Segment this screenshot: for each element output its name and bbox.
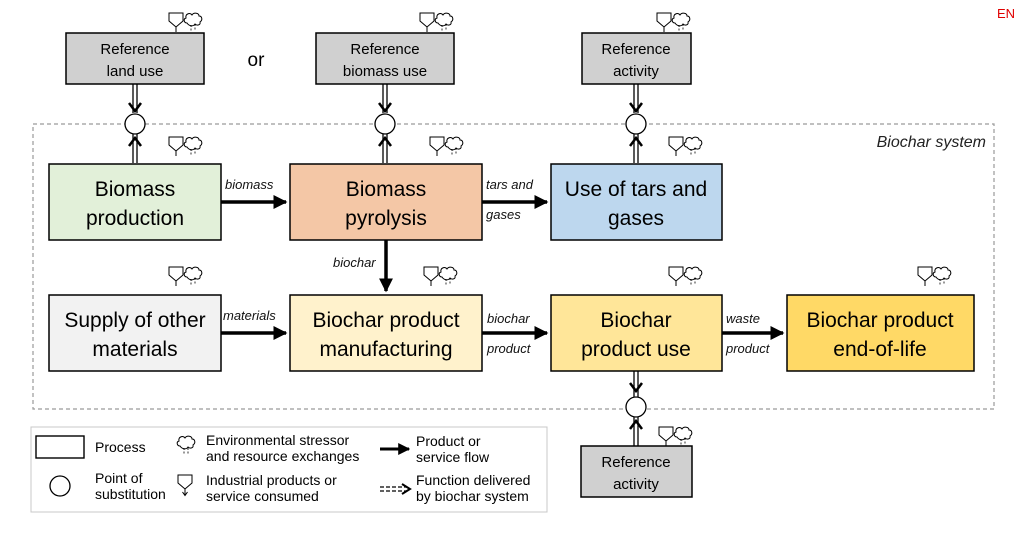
biochar-product-use-box: Biochar product use — [550, 294, 723, 372]
flow-label-biochar-product: biochar — [487, 311, 530, 326]
svg-text:materials: materials — [92, 338, 177, 361]
reference-activity-top-box: Reference activity — [581, 32, 692, 85]
svg-text:Industrial products or: Industrial products or — [206, 472, 337, 488]
reference-activity-bottom-box: Reference activity — [580, 445, 693, 498]
or-text: or — [248, 50, 266, 71]
exchange-icon-supply — [168, 266, 203, 287]
svg-text:substitution: substitution — [95, 486, 166, 502]
flow-label-waste: waste — [726, 311, 760, 326]
legend-process-symbol — [35, 435, 85, 459]
svg-text:and resource exchanges: and resource exchanges — [206, 448, 359, 464]
svg-text:end-of-life: end-of-life — [833, 338, 926, 361]
exchange-icon-eol — [917, 266, 952, 287]
exchange-icon-ref-activity-top — [656, 12, 691, 33]
biomass-pyrolysis-box: Biomass pyrolysis — [289, 163, 483, 241]
function-arrow-land-use — [124, 84, 146, 163]
svg-text:Reference: Reference — [601, 41, 670, 58]
svg-text:biomass use: biomass use — [343, 63, 427, 80]
svg-text:Reference: Reference — [601, 454, 670, 471]
svg-text:activity: activity — [613, 476, 659, 493]
function-arrow-activity-top — [625, 84, 647, 163]
svg-text:Reference: Reference — [100, 41, 169, 58]
svg-text:Environmental stressor: Environmental stressor — [206, 432, 350, 448]
legend-industrial-icon — [177, 474, 193, 497]
flow-label-tars-gases: tars and — [486, 177, 534, 192]
svg-text:Biomass: Biomass — [95, 178, 176, 201]
exchange-icon-ref-biomass — [419, 12, 454, 33]
svg-text:service consumed: service consumed — [206, 488, 319, 504]
exchange-icon-tars — [668, 136, 703, 157]
exchange-icon-ref-land — [168, 12, 203, 33]
svg-text:production: production — [86, 207, 184, 230]
flow-label-biochar: biochar — [333, 255, 376, 270]
svg-text:Function delivered: Function delivered — [416, 472, 530, 488]
exchange-icon-use — [668, 266, 703, 287]
exchange-icon-ref-activity-bottom — [658, 426, 693, 447]
legend-function-arrow — [380, 483, 412, 495]
language-badge[interactable]: EN — [997, 6, 1015, 21]
svg-text:Use of tars and: Use of tars and — [565, 178, 707, 201]
flow-label-biomass: biomass — [225, 177, 274, 192]
svg-text:Product or: Product or — [416, 433, 481, 449]
function-arrow-biomass-use — [374, 84, 396, 163]
svg-text:manufacturing: manufacturing — [319, 338, 452, 361]
svg-text:Point of: Point of — [95, 470, 143, 486]
svg-text:land use: land use — [107, 63, 164, 80]
supply-other-materials-box: Supply of other materials — [48, 294, 222, 372]
svg-text:Reference: Reference — [350, 41, 419, 58]
legend-environmental-icon — [176, 435, 196, 455]
function-arrow-activity-bottom — [625, 371, 647, 446]
svg-text:Biochar product: Biochar product — [806, 309, 953, 332]
flow-label-biochar-product-2: product — [486, 341, 532, 356]
legend: Process Point of substitution Environmen… — [30, 426, 548, 513]
svg-text:product use: product use — [581, 338, 691, 361]
system-label: Biochar system — [877, 134, 986, 151]
exchange-icon-manufacturing — [423, 266, 458, 287]
flow-label-tars-gases-2: gases — [486, 207, 521, 222]
use-tars-gases-box: Use of tars and gases — [550, 163, 723, 241]
svg-text:service flow: service flow — [416, 449, 490, 465]
svg-text:Process: Process — [95, 439, 146, 455]
svg-text:activity: activity — [613, 63, 659, 80]
reference-biomass-use-box: Reference biomass use — [315, 32, 455, 85]
biochar-manufacturing-box: Biochar product manufacturing — [289, 294, 483, 372]
exchange-icon-pyrolysis — [429, 136, 464, 157]
biochar-end-of-life-box: Biochar product end-of-life — [786, 294, 975, 372]
flow-label-materials: materials — [223, 308, 276, 323]
flow-label-waste-product-2: product — [725, 341, 771, 356]
svg-text:Biomass: Biomass — [346, 178, 427, 201]
svg-text:by biochar system: by biochar system — [416, 488, 529, 504]
svg-text:Biochar: Biochar — [600, 309, 671, 332]
biomass-production-box: Biomass production — [48, 163, 222, 241]
legend-substitution-symbol — [49, 475, 71, 497]
reference-land-use-box: Reference land use — [65, 32, 205, 85]
svg-text:gases: gases — [608, 207, 664, 230]
svg-text:Supply of other: Supply of other — [64, 309, 205, 332]
svg-text:Biochar product: Biochar product — [312, 309, 459, 332]
exchange-icon-biomass-production — [168, 136, 203, 157]
svg-text:pyrolysis: pyrolysis — [345, 207, 427, 230]
